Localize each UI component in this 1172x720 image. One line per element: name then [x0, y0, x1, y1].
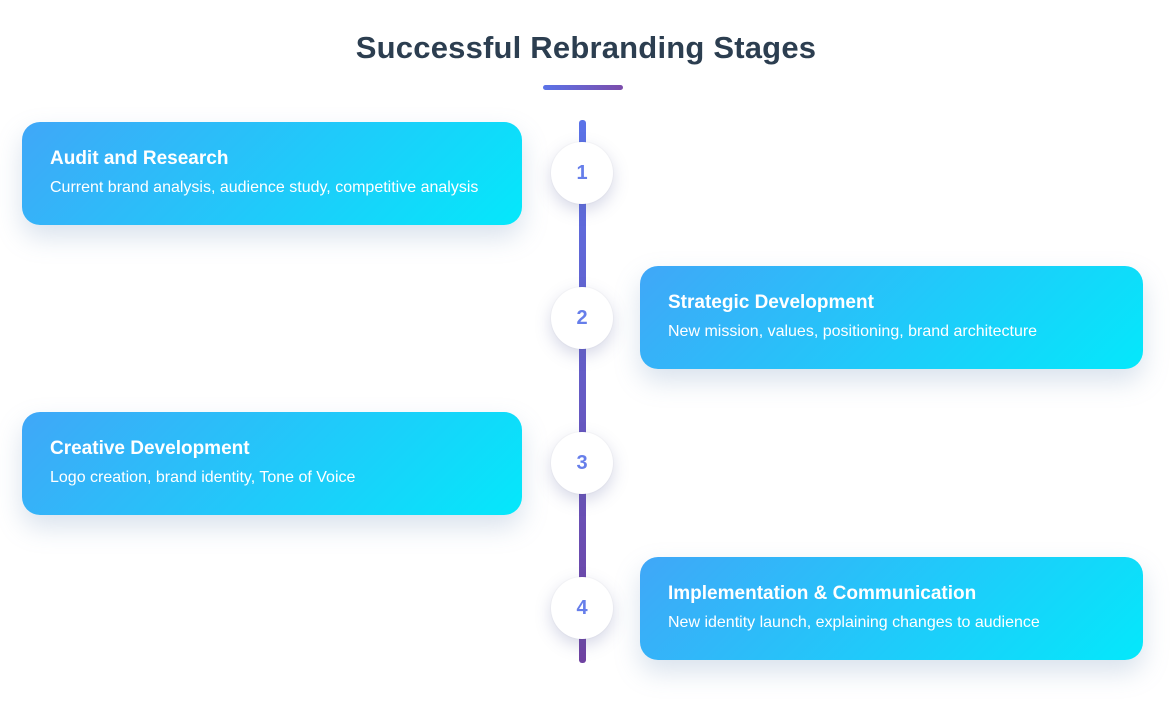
page-title: Successful Rebranding Stages [355, 30, 817, 65]
stage-description: New identity launch, explaining changes … [668, 613, 1040, 631]
stage-title: Audit and Research [50, 148, 229, 170]
stage-card-creative-development: Creative Development Logo creation, bran… [22, 412, 522, 515]
stage-node-3: 3 [551, 432, 613, 494]
stage-title: Strategic Development [668, 292, 874, 314]
title-underline [543, 85, 623, 90]
stage-number: 3 [576, 451, 588, 474]
stage-card-strategic-development: Strategic Development New mission, value… [640, 266, 1143, 369]
stage-node-4: 4 [551, 577, 613, 639]
stage-number: 1 [576, 161, 588, 184]
stage-description: Current brand analysis, audience study, … [50, 178, 479, 196]
stage-title: Creative Development [50, 438, 250, 460]
stage-number: 4 [576, 596, 588, 619]
stage-node-1: 1 [551, 142, 613, 204]
stage-card-audit-and-research: Audit and Research Current brand analysi… [22, 122, 522, 225]
timeline-line [579, 120, 586, 663]
stage-node-2: 2 [551, 287, 613, 349]
stage-title: Implementation & Communication [668, 583, 977, 605]
stage-description: New mission, values, positioning, brand … [668, 322, 1038, 340]
stage-card-implementation-communication: Implementation & Communication New ident… [640, 557, 1143, 660]
stage-number: 2 [576, 306, 588, 329]
stage-description: Logo creation, brand identity, Tone of V… [50, 468, 356, 486]
